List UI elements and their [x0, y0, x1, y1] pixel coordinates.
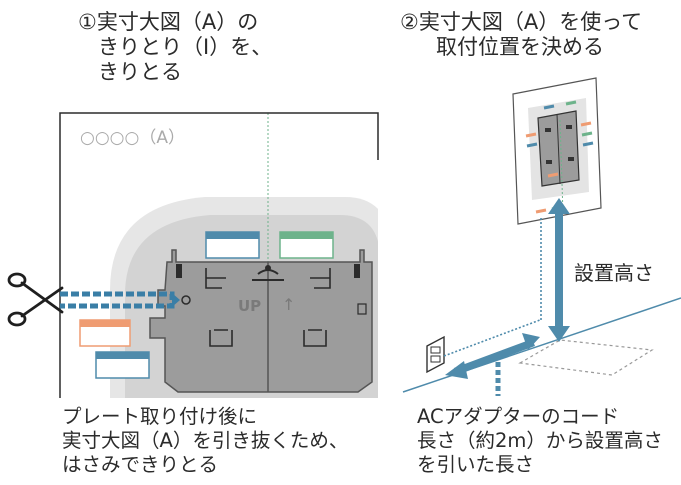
outlet-icon: [426, 335, 445, 374]
step2-caption-line1: ACアダプターのコード: [417, 405, 620, 428]
sheet-label: ○○○○（A）: [80, 128, 185, 148]
step2-caption-line3: を引いた長さ: [417, 453, 535, 476]
length-arrow: [445, 333, 540, 379]
mini-template-sheet: [512, 77, 602, 225]
step1-caption-line1: プレート取り付け後に: [62, 405, 258, 428]
step2-title: ②実寸大図（A）を使って 取付位置を決める: [400, 10, 642, 60]
template-labels: [79, 231, 334, 379]
step1-caption-line2: 実寸大図（A）を引き抜くため、: [62, 429, 349, 452]
step1-title-line3: きりとる: [98, 60, 182, 84]
up-label: UP: [238, 297, 262, 315]
step2-title-line1: ②実寸大図（A）を使って: [400, 10, 643, 34]
up-arrow: ↑: [282, 295, 296, 314]
cut-line: [60, 291, 180, 309]
height-label: 設置高さ: [574, 261, 654, 285]
cord-path: [443, 218, 542, 357]
scissors-icon: [7, 272, 64, 327]
wall-floor: [402, 297, 681, 393]
step2-caption: ACアダプターのコード 長さ（約2m）から設置高さ を引いた長さ: [417, 405, 663, 477]
height-arrow: [548, 198, 570, 342]
step2-title-line2: 取付位置を決める: [436, 35, 604, 59]
step1-title: ①実寸大図（A）の きりとり（I）を、 きりとる: [78, 10, 272, 85]
step2-caption-line2: 長さ（約2m）から設置高さ: [417, 429, 663, 452]
mounting-plate: [149, 249, 373, 393]
step1-caption-line3: はさみできりとる: [62, 453, 219, 476]
step1-title-line2: きりとり（I）を、: [98, 35, 273, 59]
step1-title-line1: ①実寸大図（A）の: [78, 10, 259, 34]
step1-caption: プレート取り付け後に 実寸大図（A）を引き抜くため、 はさみできりとる: [62, 405, 348, 477]
